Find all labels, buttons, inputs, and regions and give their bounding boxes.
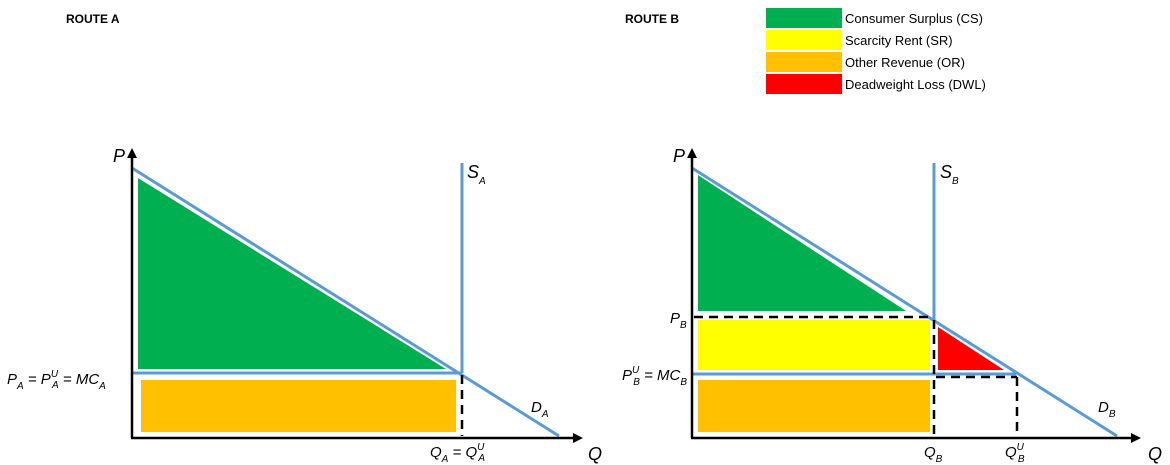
route-b-q-axis-label: Q xyxy=(1148,444,1162,464)
route-b-scarcity-rent xyxy=(698,320,930,370)
legend-swatch-cs xyxy=(766,8,842,28)
route-b-supply-label: SB xyxy=(940,162,959,187)
route-b-qb-label: QB xyxy=(924,444,943,465)
route-b-demand-label: DB xyxy=(1098,399,1116,420)
legend-swatch-sr xyxy=(766,30,842,50)
route-b-demand-curve xyxy=(691,166,1118,438)
legend-swatch-dwl xyxy=(766,74,842,94)
route-a-other-revenue xyxy=(141,380,456,432)
route-a-demand-label: DA xyxy=(531,399,549,420)
route-b-p-axis-label: P xyxy=(673,146,685,166)
route-b-pb-label: PB xyxy=(670,310,687,331)
legend-label-sr: Scarcity Rent (SR) xyxy=(845,33,953,48)
route-b-consumer-surplus xyxy=(698,175,906,311)
route-b-deadweight-loss xyxy=(938,327,1004,370)
legend-swatch-or xyxy=(766,52,842,72)
route-b-title: ROUTE B xyxy=(625,12,679,26)
route-b-other-revenue xyxy=(698,380,930,432)
legend-label-or: Other Revenue (OR) xyxy=(845,55,965,70)
route-a-consumer-surplus xyxy=(138,178,446,369)
route-a-title: ROUTE A xyxy=(66,12,120,26)
route-a-q-axis-label: Q xyxy=(588,444,602,464)
route-a-supply-label: SA xyxy=(467,162,486,187)
legend-label-dwl: Deadweight Loss (DWL) xyxy=(845,77,986,92)
route-a-p-axis-label: P xyxy=(113,146,125,166)
legend: Consumer Surplus (CS) Scarcity Rent (SR)… xyxy=(766,8,986,94)
route-a-demand-curve xyxy=(131,166,560,438)
legend-label-cs: Consumer Surplus (CS) xyxy=(845,11,983,26)
